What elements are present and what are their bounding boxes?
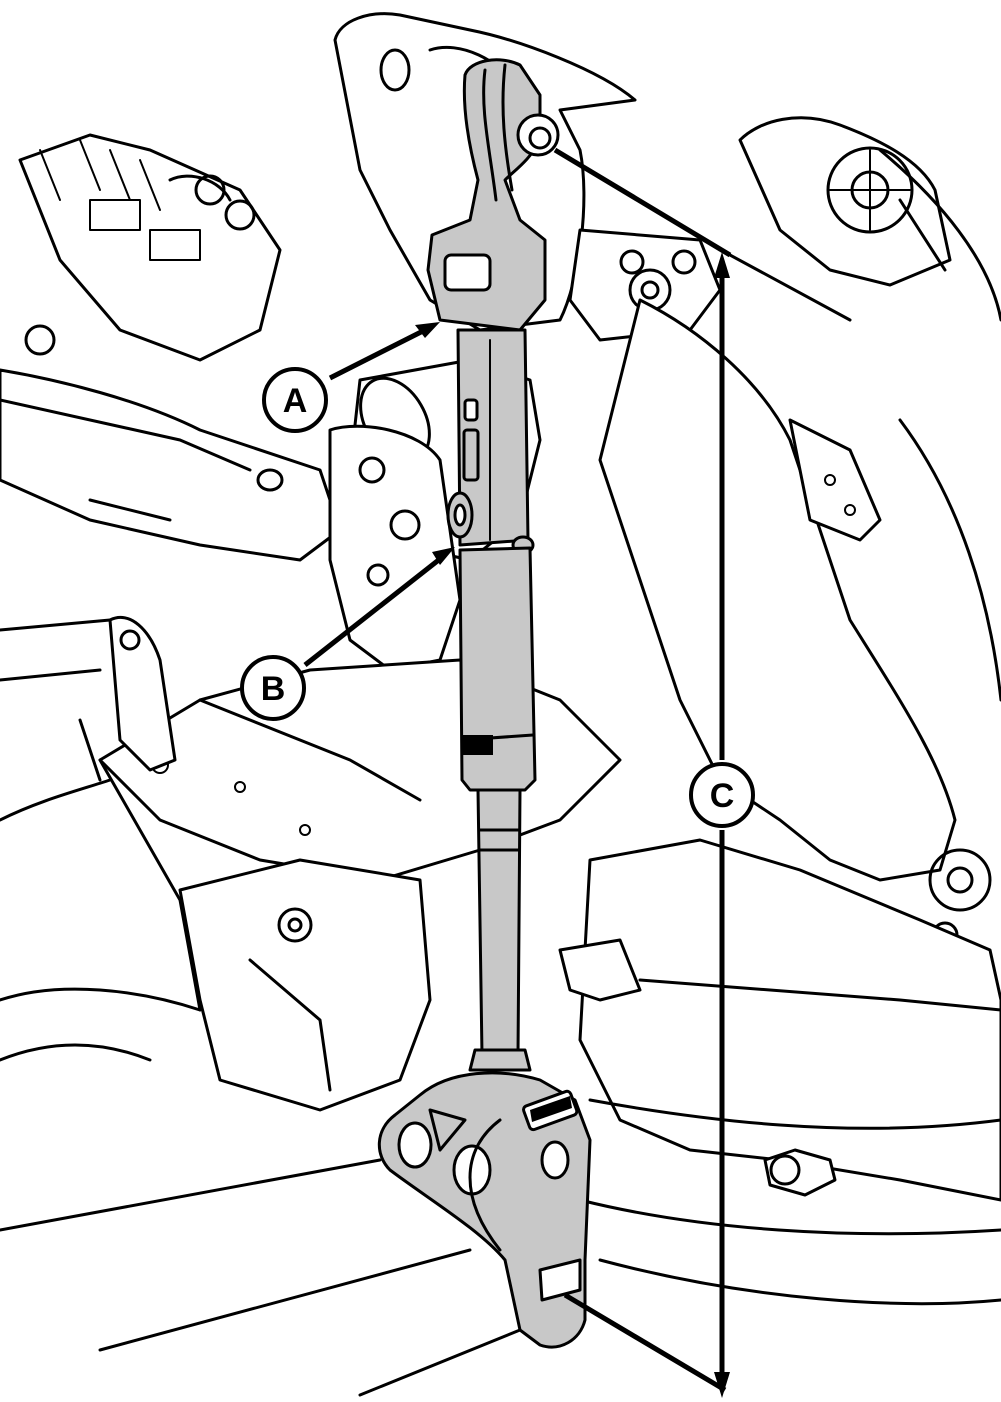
leader-lines	[303, 252, 730, 1398]
callout-c: C	[689, 762, 755, 828]
top-nut	[516, 113, 560, 157]
callout-c-label: C	[710, 777, 735, 815]
callout-b: B	[240, 655, 306, 721]
callout-a: A	[262, 367, 328, 433]
adjustable-link	[377, 58, 592, 1349]
callout-b-label: B	[261, 670, 286, 708]
callout-a-label: A	[283, 382, 308, 420]
